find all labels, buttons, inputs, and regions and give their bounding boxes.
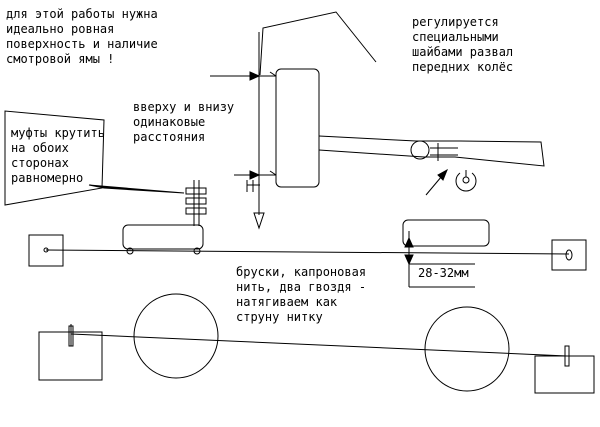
right-block xyxy=(551,239,587,271)
bottom-right-nail-head xyxy=(564,345,570,367)
bottom-left-nail-head xyxy=(68,325,74,347)
shim-washer-hole xyxy=(462,176,470,184)
lower-arm-line xyxy=(318,135,545,167)
shim-pointer-head xyxy=(437,168,448,181)
camber-shims-note: регулируется специальными шайбами развал… xyxy=(412,15,514,74)
coupling-nut-3 xyxy=(185,207,207,215)
thread-line-bottom xyxy=(70,333,568,357)
distance-top-arrow xyxy=(249,71,261,81)
upper-arm-line xyxy=(259,11,377,76)
measure-arrow-up xyxy=(404,236,414,248)
wheel-right xyxy=(424,306,510,392)
sleeve-wheel-1 xyxy=(126,247,134,255)
right-nail xyxy=(565,249,573,261)
tie-rod-line xyxy=(28,219,587,288)
measurement-label: 28-32мм xyxy=(418,266,469,280)
note-callout-box xyxy=(4,110,105,206)
coupling-nut-2 xyxy=(185,197,207,205)
rod-tip xyxy=(253,212,265,230)
coupling-assembly xyxy=(88,180,207,226)
thread-setup-note: бруски, капроновая нить, два гвоздя - на… xyxy=(236,265,367,324)
equal-distances-note: вверху и внизу одинаковые расстояния xyxy=(133,100,235,144)
coupling-note-pointer xyxy=(88,184,185,194)
distance-top-arrow-2 xyxy=(269,71,277,77)
wheel-left xyxy=(133,293,219,379)
tie-rod-sleeve-right xyxy=(402,219,490,247)
thread-line-top xyxy=(45,249,570,255)
distance-bottom-arrow xyxy=(249,170,261,180)
wheels-thread xyxy=(38,293,595,394)
tie-rod-sleeve-left xyxy=(122,224,204,250)
kingpin-block xyxy=(275,68,320,188)
sleeve-wheel-2 xyxy=(193,247,201,255)
turn-couplings-note: муфты крутить на обоих сторонах равномер… xyxy=(11,126,105,185)
surface-requirement-note: для этой работы нужна идеально ровная по… xyxy=(6,7,158,66)
shim-washer-icon xyxy=(455,172,477,192)
ball-joint-circle xyxy=(410,140,430,160)
measure-arrow-down xyxy=(404,254,414,266)
distance-bottom-arrow-2 xyxy=(269,170,277,176)
coupling-nut-1 xyxy=(185,187,207,195)
knuckle-assembly xyxy=(210,11,545,230)
